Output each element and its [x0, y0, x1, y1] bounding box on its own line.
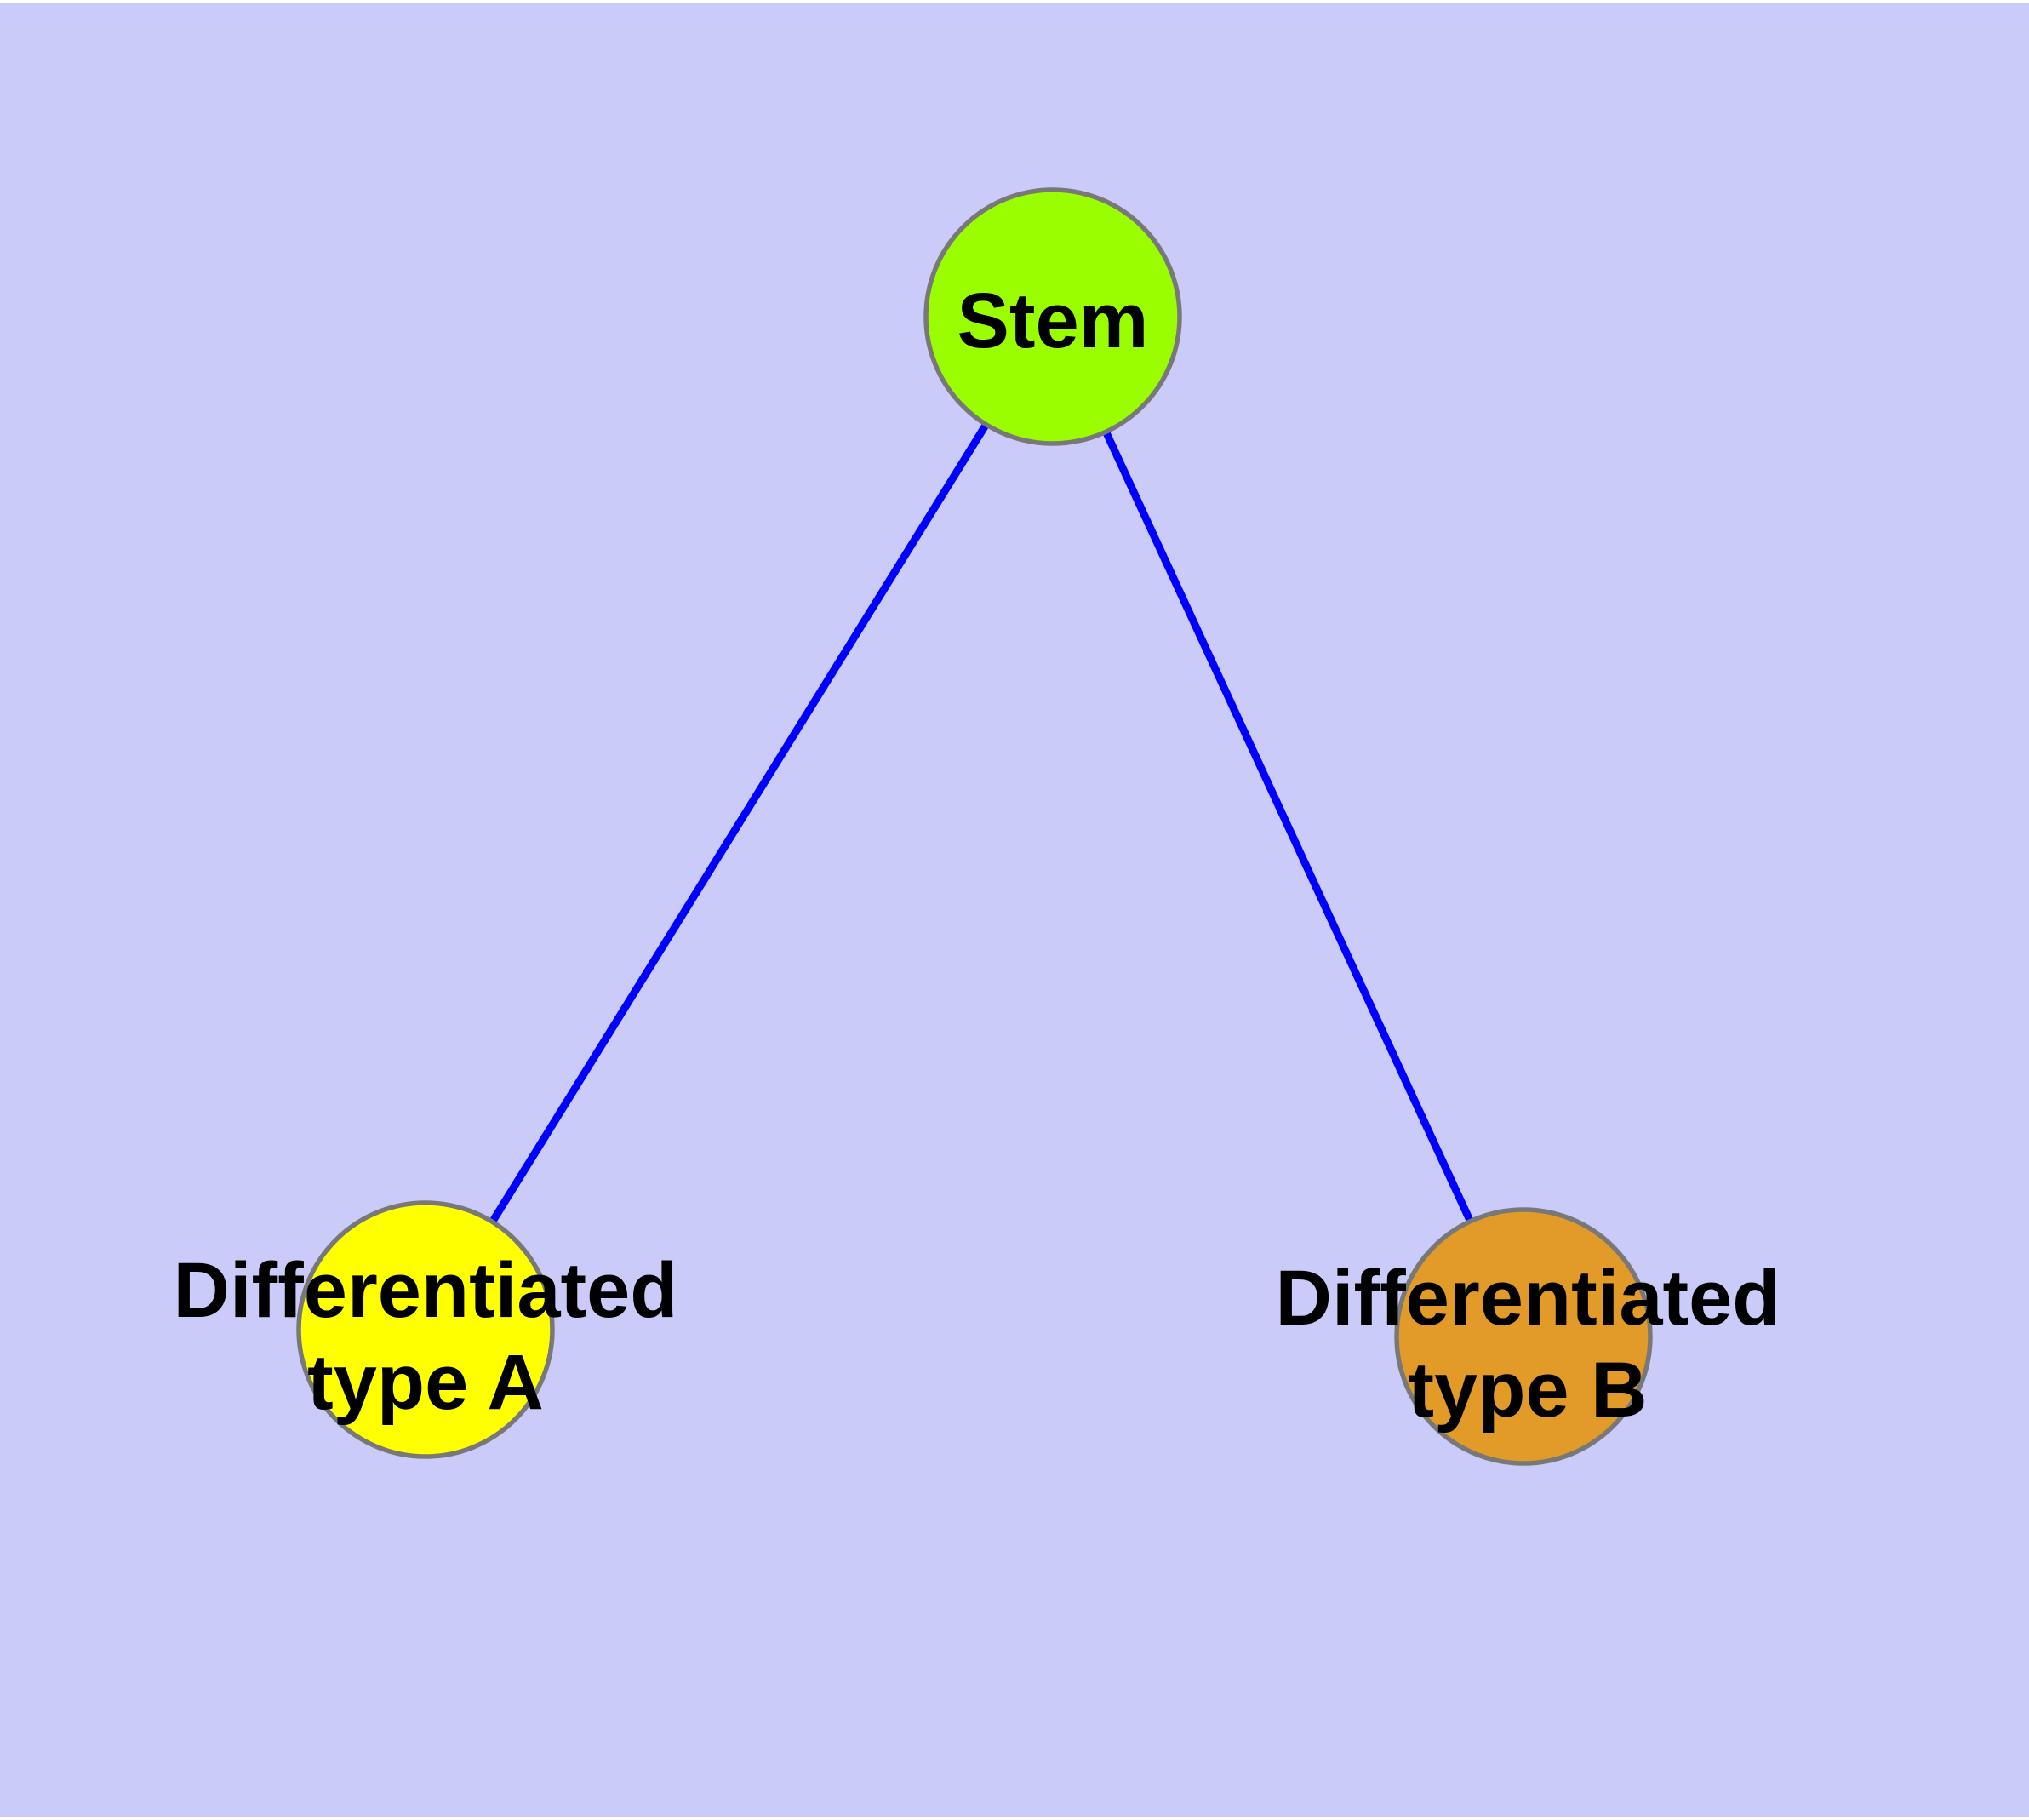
label-layer: Stem Differentiated type A Differentiate… [174, 278, 1780, 1434]
node-type-b-label-line2: type B [1408, 1347, 1647, 1434]
node-type-b-circle [1394, 1207, 1653, 1466]
node-stem-circle [923, 187, 1182, 446]
node-type-a-circle [296, 1200, 555, 1459]
node-type-a-label-line1: Differentiated [174, 1247, 678, 1334]
edge-stem-to-type-b [1049, 315, 1528, 1338]
node-layer [296, 187, 1653, 1466]
edge-stem-to-type-a [422, 314, 1056, 1332]
node-type-b-label-line1: Differentiated [1276, 1255, 1780, 1342]
node-type-a-label-line2: type A [307, 1339, 544, 1426]
edge-layer [422, 314, 1528, 1338]
node-stem-label: Stem [957, 278, 1149, 364]
